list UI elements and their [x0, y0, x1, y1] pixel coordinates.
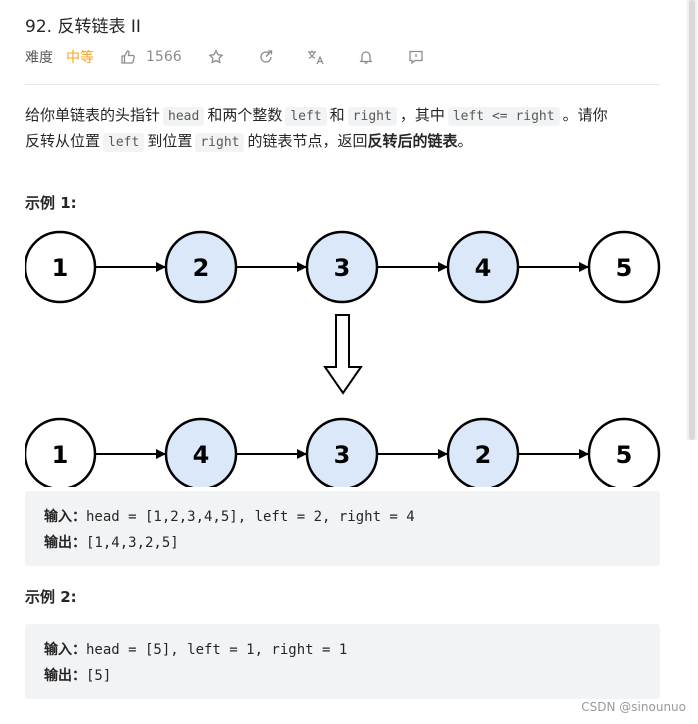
- desc-text: 和两个整数: [207, 106, 283, 124]
- scrollbar-thumb[interactable]: [689, 0, 695, 440]
- after-node-label: 1: [52, 441, 69, 469]
- code-head: head: [163, 107, 205, 126]
- difficulty-badge: 中等: [66, 50, 94, 66]
- output-value: [5]: [86, 668, 112, 684]
- after-node: [446, 417, 520, 487]
- list-after: 1 4 3 2 5: [25, 417, 661, 487]
- input-value: head = [5], left = 1, right = 1: [86, 642, 348, 658]
- example-2-io: 输入：head = [5], left = 1, right = 1 输出：[5…: [25, 624, 660, 699]
- before-node-label: 4: [475, 254, 492, 282]
- before-node-label: 1: [52, 254, 69, 282]
- bell-icon[interactable]: [356, 47, 376, 67]
- after-node: [164, 417, 238, 487]
- desc-text: 反转从位置: [25, 132, 101, 150]
- translate-icon[interactable]: [306, 47, 326, 67]
- desc-text: 和: [329, 106, 345, 124]
- code-right: right: [347, 107, 397, 126]
- code-right: right: [195, 133, 245, 152]
- after-node: [25, 417, 97, 487]
- divider: [25, 84, 660, 85]
- before-node: [305, 230, 379, 304]
- code-left: left: [285, 107, 327, 126]
- output-value: [1,4,3,2,5]: [86, 535, 179, 551]
- after-node-label: 4: [193, 441, 210, 469]
- difficulty-label: 难度: [25, 50, 53, 66]
- before-node-label: 2: [193, 254, 210, 282]
- code-left: left: [103, 133, 145, 152]
- problem-meta-bar: 难度 中等 1566: [25, 45, 426, 69]
- desc-text: 。请你: [562, 106, 608, 124]
- watermark: CSDN @sinounuo: [581, 700, 686, 714]
- list-before: 1 2 3 4 5: [25, 230, 661, 304]
- before-node-label: 5: [616, 254, 633, 282]
- like-count: 1566: [146, 49, 182, 65]
- desc-text: 给你单链表的头指针: [25, 106, 161, 124]
- example-2-input: 输入：head = [5], left = 1, right = 1: [44, 639, 347, 659]
- before-node: [25, 230, 97, 304]
- example-1-title: 示例 1:: [25, 194, 77, 212]
- before-node: [164, 230, 238, 304]
- input-label: 输入：: [44, 509, 86, 525]
- down-arrow: [323, 314, 363, 395]
- share-icon[interactable]: [256, 47, 276, 67]
- desc-bold: 反转后的链表: [367, 132, 458, 150]
- code-condition: left <= right: [447, 107, 560, 126]
- after-node-label: 3: [334, 441, 351, 469]
- desc-text: 到位置: [147, 132, 193, 150]
- desc-text: 。: [457, 132, 473, 150]
- before-node-label: 3: [334, 254, 351, 282]
- example-2-title: 示例 2:: [25, 588, 77, 606]
- before-node: [446, 230, 520, 304]
- desc-text: ，其中: [399, 106, 445, 124]
- after-node-label: 2: [475, 441, 492, 469]
- linked-list-diagram: 1 2 3 4 5 1 4 3 2 5: [25, 230, 661, 487]
- desc-text: 的链表节点，返回: [247, 132, 368, 150]
- output-label: 输出：: [44, 668, 86, 684]
- before-node: [587, 230, 661, 304]
- thumbs-up-icon[interactable]: [118, 47, 138, 67]
- input-value: head = [1,2,3,4,5], left = 2, right = 4: [86, 509, 415, 525]
- feedback-icon[interactable]: [406, 47, 426, 67]
- after-node-label: 5: [616, 441, 633, 469]
- after-node: [587, 417, 661, 487]
- input-label: 输入：: [44, 642, 86, 658]
- output-label: 输出：: [44, 535, 86, 551]
- scrollbar[interactable]: [687, 0, 697, 440]
- after-node: [305, 417, 379, 487]
- example-1-io: 输入：head = [1,2,3,4,5], left = 2, right =…: [25, 491, 660, 566]
- example-1-output: 输出：[1,4,3,2,5]: [44, 532, 179, 552]
- star-icon[interactable]: [206, 47, 226, 67]
- problem-title: 92. 反转链表 II: [25, 17, 141, 37]
- example-1-input: 输入：head = [1,2,3,4,5], left = 2, right =…: [44, 506, 415, 526]
- example-2-output: 输出：[5]: [44, 665, 111, 685]
